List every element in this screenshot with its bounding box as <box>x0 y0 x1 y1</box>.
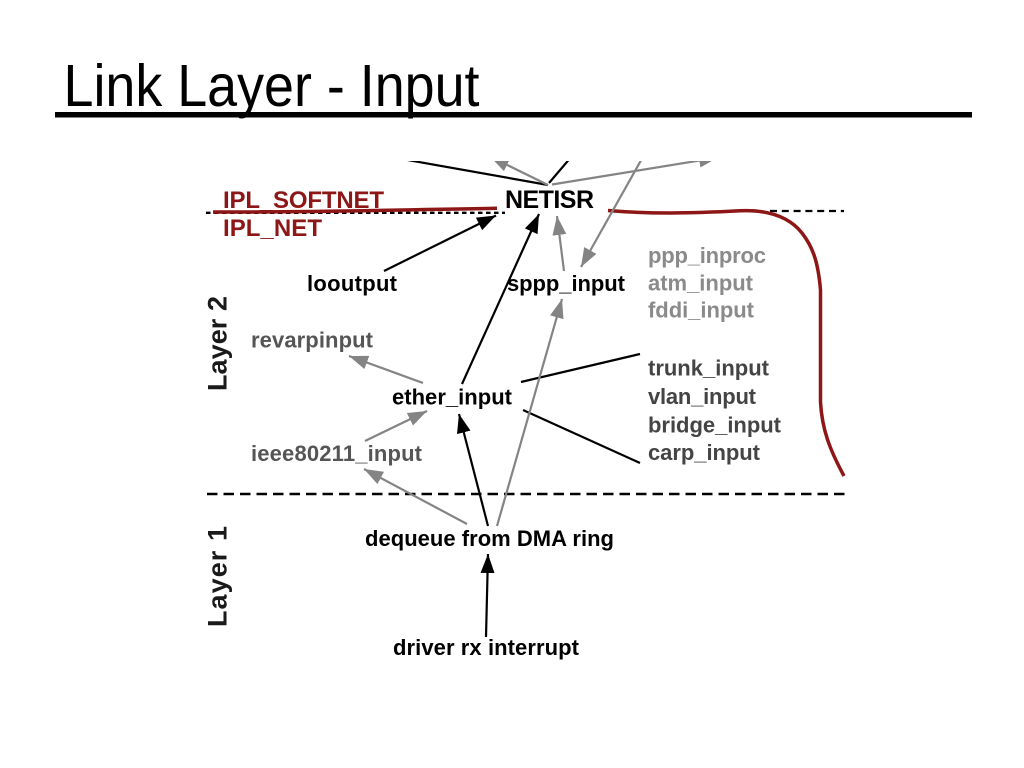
svg-text:vlan_input: vlan_input <box>648 384 757 409</box>
svg-text:Link Layer - Input: Link Layer - Input <box>64 53 480 119</box>
svg-text:ether_input: ether_input <box>392 385 513 410</box>
svg-text:driver rx interrupt: driver rx interrupt <box>393 635 580 660</box>
svg-text:trunk_input: trunk_input <box>648 356 770 381</box>
svg-text:carp_input: carp_input <box>648 440 761 465</box>
svg-text:IPL_NET: IPL_NET <box>223 215 322 242</box>
svg-text:looutput: looutput <box>307 271 398 296</box>
svg-text:Layer 2: Layer 2 <box>203 296 233 391</box>
svg-text:bridge_input: bridge_input <box>648 413 782 438</box>
svg-text:NETISR: NETISR <box>505 186 594 214</box>
svg-text:dequeue from DMA ring: dequeue from DMA ring <box>365 526 614 551</box>
svg-text:revarpinput: revarpinput <box>251 328 374 353</box>
svg-text:Layer 1: Layer 1 <box>203 526 233 627</box>
svg-text:IPL_SOFTNET: IPL_SOFTNET <box>223 187 384 214</box>
svg-text:sppp_input: sppp_input <box>507 271 626 296</box>
svg-text:ppp_inproc: ppp_inproc <box>648 243 766 268</box>
svg-text:atm_input: atm_input <box>648 271 754 296</box>
svg-text:ieee80211_input: ieee80211_input <box>251 441 423 466</box>
svg-text:fddi_input: fddi_input <box>648 298 755 323</box>
